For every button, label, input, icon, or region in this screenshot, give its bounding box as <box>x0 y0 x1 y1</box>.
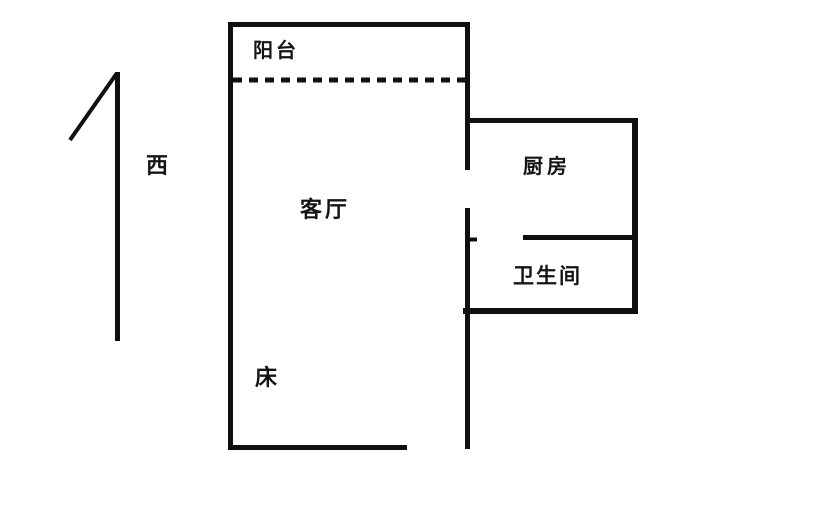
balcony-label: 阳台 <box>253 40 299 62</box>
west-compass-label: 西 <box>146 153 169 178</box>
kitchen-label: 厨房 <box>523 156 571 178</box>
bathroom-label: 卫生间 <box>513 264 582 288</box>
living-room-label: 客厅 <box>300 197 351 222</box>
bed-label: 床 <box>255 365 278 390</box>
compass-arrow-head <box>68 71 119 142</box>
